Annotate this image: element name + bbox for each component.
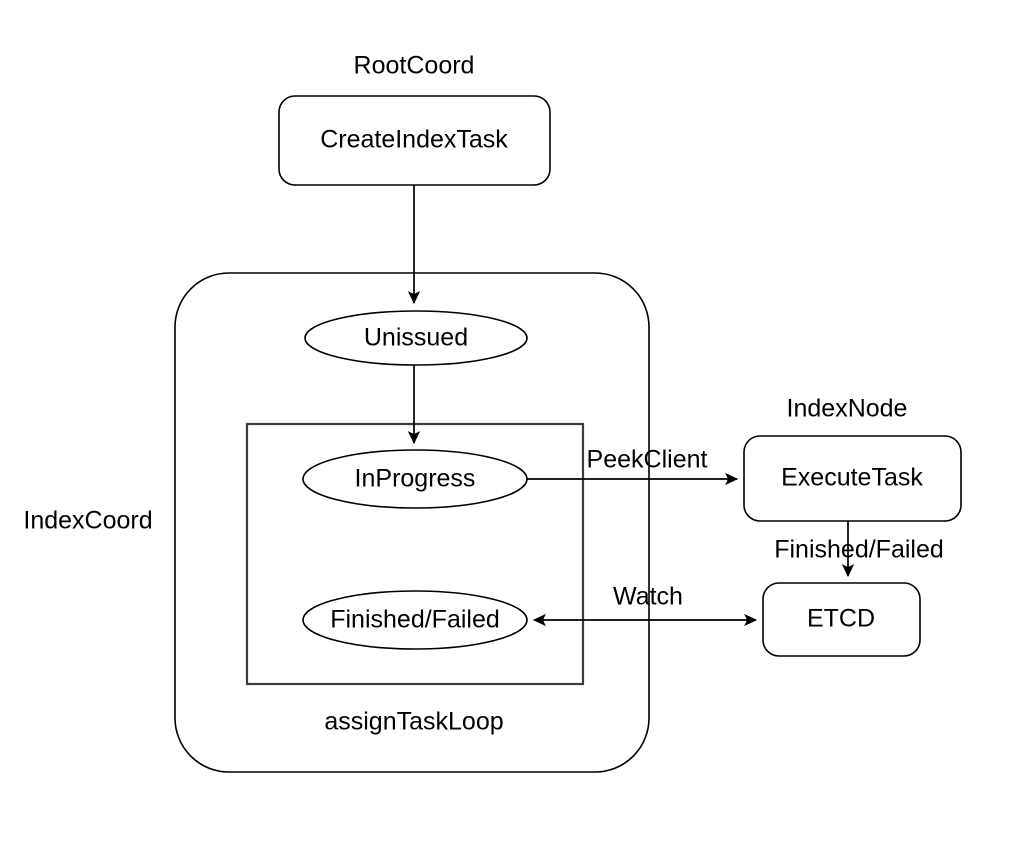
unissued-label: Unissued <box>364 324 468 352</box>
finished-failed-label: Finished/Failed <box>330 606 500 634</box>
node-etcd[interactable]: ETCD <box>762 582 921 657</box>
group-indexnode: IndexNode <box>787 395 908 423</box>
group-indexcoord[interactable]: IndexCoord <box>23 272 650 773</box>
indexnode-label: IndexNode <box>787 395 908 423</box>
edge-executetask-to-etcd[interactable]: Finished/Failed <box>774 521 944 578</box>
node-finished-failed[interactable]: Finished/Failed <box>302 590 528 650</box>
create-index-task-label: CreateIndexTask <box>320 126 508 154</box>
indexcoord-boundary[interactable] <box>174 272 650 773</box>
node-unissued[interactable]: Unissued <box>304 310 528 366</box>
group-rootcoord: RootCoord <box>354 52 475 80</box>
create-index-task-box[interactable] <box>278 95 551 186</box>
group-assigntaskloop[interactable]: assignTaskLoop <box>245 422 585 736</box>
edge-label-watch: Watch <box>613 583 683 611</box>
node-in-progress[interactable]: InProgress <box>302 449 528 509</box>
execute-task-label: ExecuteTask <box>781 464 923 492</box>
in-progress-label: InProgress <box>355 465 476 493</box>
etcd-label: ETCD <box>807 605 875 633</box>
assigntaskloop-label: assignTaskLoop <box>324 708 503 736</box>
edge-label-peekclient: PeekClient <box>587 446 708 474</box>
indexcoord-label: IndexCoord <box>23 507 152 535</box>
rootcoord-label: RootCoord <box>354 52 475 80</box>
node-execute-task[interactable]: ExecuteTask <box>743 435 962 522</box>
execute-task-box[interactable] <box>743 435 962 522</box>
edge-inprogress-to-executetask[interactable]: PeekClient <box>527 446 739 486</box>
node-create-index-task[interactable]: CreateIndexTask <box>278 95 551 186</box>
edge-etcd-to-finishedfailed[interactable]: Watch <box>532 583 758 627</box>
in-progress-ellipse[interactable] <box>302 449 528 509</box>
unissued-ellipse[interactable] <box>304 310 528 366</box>
etcd-box[interactable] <box>762 582 921 657</box>
finished-failed-ellipse[interactable] <box>302 590 528 650</box>
edge-label-finished-failed: Finished/Failed <box>774 536 944 564</box>
assigntaskloop-boundary[interactable] <box>245 422 585 686</box>
